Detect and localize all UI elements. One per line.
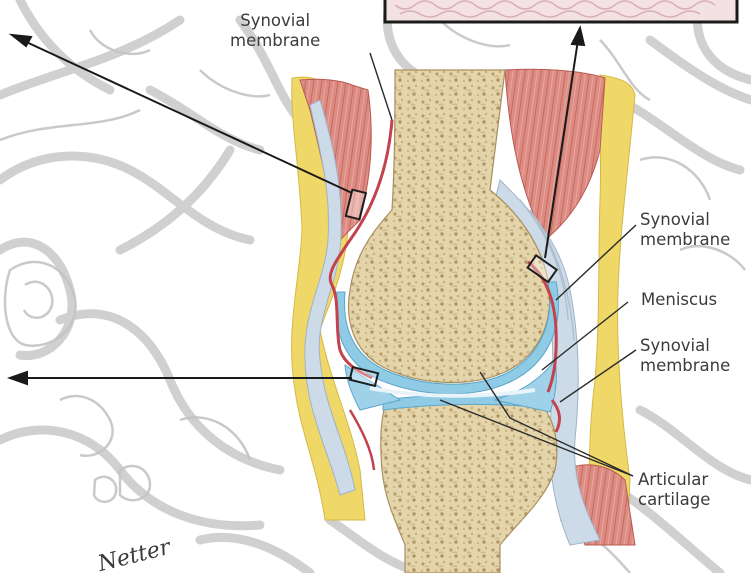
label-line-2: membrane: [230, 31, 320, 51]
label-synovial-membrane-right-upper: Synovial membrane: [640, 210, 730, 250]
arrow-upper-left-head: [12, 35, 31, 46]
inset-frame: [385, 0, 737, 22]
label-line-1: Meniscus: [641, 290, 717, 310]
artist-signature: Netter: [95, 535, 175, 573]
label-line-1: Articular: [638, 470, 710, 490]
label-meniscus: Meniscus: [641, 290, 717, 310]
label-line-1: Synovial: [230, 11, 320, 31]
label-line-2: membrane: [640, 230, 730, 250]
leader-synovial-top: [370, 53, 392, 120]
label-line-2: membrane: [640, 356, 730, 376]
label-synovial-membrane-top: Synovial membrane: [230, 11, 320, 51]
arrow-left-head: [10, 372, 27, 384]
label-line-1: Synovial: [640, 336, 730, 356]
tibia: [381, 400, 557, 573]
label-articular-cartilage: Articular cartilage: [638, 470, 710, 510]
knee-cross-section: [292, 69, 635, 573]
arrow-up-right-head: [572, 28, 584, 45]
leader-synovial-right-upper: [556, 225, 636, 300]
label-line-2: cartilage: [638, 490, 710, 510]
label-synovial-membrane-right-lower: Synovial membrane: [640, 336, 730, 376]
label-line-1: Synovial: [640, 210, 730, 230]
